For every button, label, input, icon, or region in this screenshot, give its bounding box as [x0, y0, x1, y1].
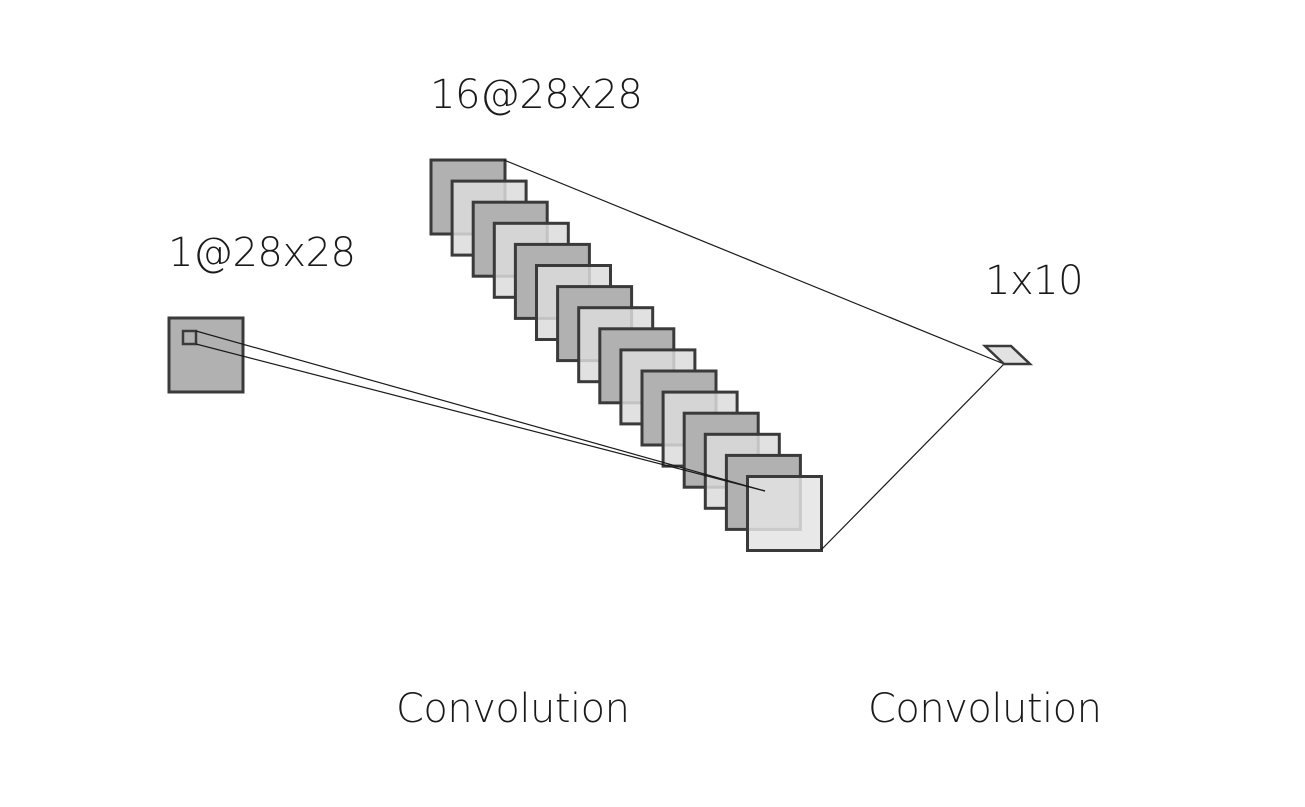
stack-to-output-line-bottom	[820, 363, 1005, 551]
input-feature-map	[167, 316, 245, 394]
operation-label-2: Convolution	[868, 686, 1101, 732]
output-layer-label: 1x10	[985, 258, 1083, 304]
stack-to-output-line-top	[503, 159, 1005, 365]
input-map	[167, 316, 245, 394]
operation-label-1: Convolution	[396, 686, 629, 732]
conv-feature-map-stack	[429, 158, 823, 552]
input-layer-label: 1@28x28	[168, 230, 355, 276]
input-kernel-window	[181, 329, 198, 346]
connection-lines	[195, 159, 1005, 551]
kernel-projection-line-bottom	[195, 343, 766, 492]
feature-map-16	[746, 475, 823, 552]
kernel-projection-line-top	[195, 330, 766, 492]
conv-layer-label: 16@28x28	[430, 72, 642, 118]
output-vector	[981, 344, 1034, 366]
